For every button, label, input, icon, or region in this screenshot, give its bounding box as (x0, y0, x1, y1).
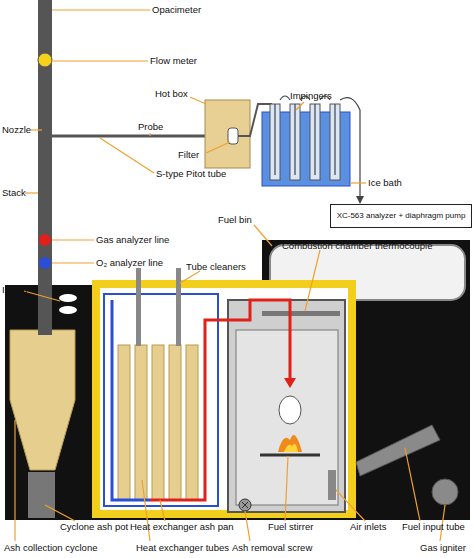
tube (169, 345, 181, 500)
part-label: Cyclone ash pot (60, 521, 128, 532)
part-label: Gas analyzer line (96, 234, 169, 245)
part-label: Nozzle (2, 124, 31, 135)
part-label: Heat exchanger tubes (136, 542, 229, 553)
heat-exchanger (104, 294, 218, 506)
flame-core (284, 444, 298, 452)
grate (260, 454, 320, 457)
leader-line (160, 500, 165, 521)
part-label: Air inlets (350, 521, 386, 532)
part-label: Opacimeter (152, 4, 201, 15)
arrow-head (356, 196, 364, 204)
cyclone-ash-pot (28, 472, 55, 518)
leader-line (24, 291, 60, 301)
tube (186, 345, 198, 500)
part-label: Combustion chamber thermocouple (282, 240, 433, 251)
part-label: ID fan (2, 284, 27, 295)
screw-mark (242, 502, 248, 508)
cold-flow-line (112, 300, 150, 500)
screw-mark (242, 502, 248, 508)
part-label: Gas igniter (420, 542, 466, 553)
part-label: Probe (138, 121, 163, 132)
fan-blade (59, 306, 77, 314)
leader-line (296, 102, 304, 110)
leader-line (180, 271, 200, 283)
boiler-casing (5, 240, 470, 520)
tube (118, 345, 130, 500)
fuel-input-tube (356, 425, 440, 476)
part-label: Heat exchanger ash pan (130, 521, 234, 532)
leader-line (305, 250, 320, 311)
gas-igniter (432, 479, 458, 505)
part-label: Stack (2, 187, 26, 198)
leader-line (45, 505, 75, 521)
heat-exchanger-tubes (118, 345, 198, 500)
impingers (270, 104, 340, 180)
leader-line (14, 420, 15, 541)
leader-line (25, 192, 38, 193)
part-label: Ice bath (368, 177, 402, 188)
analyzer-box: XC-563 analyzer + diaphragm pump (330, 204, 472, 228)
flow-arrow-head (284, 378, 296, 388)
leader-line (206, 142, 230, 153)
leader-line (52, 239, 94, 240)
leader-line (52, 262, 94, 263)
probe (44, 128, 230, 136)
leader-line (350, 182, 366, 183)
leader-line (405, 448, 420, 521)
leader-line (190, 97, 206, 104)
part-label: Flow meter (150, 55, 197, 66)
impinger-tubing (275, 96, 360, 196)
air-inlet (328, 470, 336, 500)
leader-line (285, 456, 288, 521)
o2-analyzer-port (39, 257, 51, 269)
tube (135, 345, 147, 500)
hot-flow-line (150, 300, 290, 500)
ash-collection-cyclone (10, 330, 75, 470)
leader-line (149, 133, 150, 136)
leader-line (52, 9, 150, 10)
part-label: Impingers (290, 90, 332, 101)
part-label: Tube cleaners (186, 261, 246, 272)
tube-cleaner (136, 268, 141, 346)
ash-removal-screw (239, 499, 251, 511)
tube-cleaner (176, 268, 181, 346)
fan-blade (59, 294, 77, 302)
part-label: Fuel bin (218, 214, 252, 225)
leader-line (336, 490, 365, 521)
part-label: Ash collection cyclone (4, 542, 97, 553)
fuel-charge (279, 396, 301, 424)
leader-line (100, 138, 154, 173)
part-label: Hot box (155, 88, 188, 99)
flow-meter (38, 53, 52, 67)
part-label: Filter (178, 149, 199, 160)
flame (278, 435, 302, 452)
tube (152, 345, 164, 500)
leader-line (31, 129, 42, 130)
gas-analyzer-port (39, 234, 51, 246)
box-text: XC-563 analyzer + diaphragm pump (337, 211, 466, 221)
thermocouple (262, 311, 340, 316)
leader-line (245, 511, 250, 541)
part-label: S-type Pitot tube (156, 168, 226, 179)
part-label: Ash removal screw (232, 542, 312, 553)
leader-line (254, 225, 272, 246)
insulation (92, 280, 356, 518)
leader-lines (15, 10, 445, 541)
part-label: Fuel stirrer (268, 521, 313, 532)
part-label: Fuel input tube (402, 521, 465, 532)
leader-line (53, 60, 148, 61)
hot-box (205, 100, 250, 168)
part-label: O₂ analyzer line (96, 257, 163, 268)
stack (38, 0, 52, 335)
